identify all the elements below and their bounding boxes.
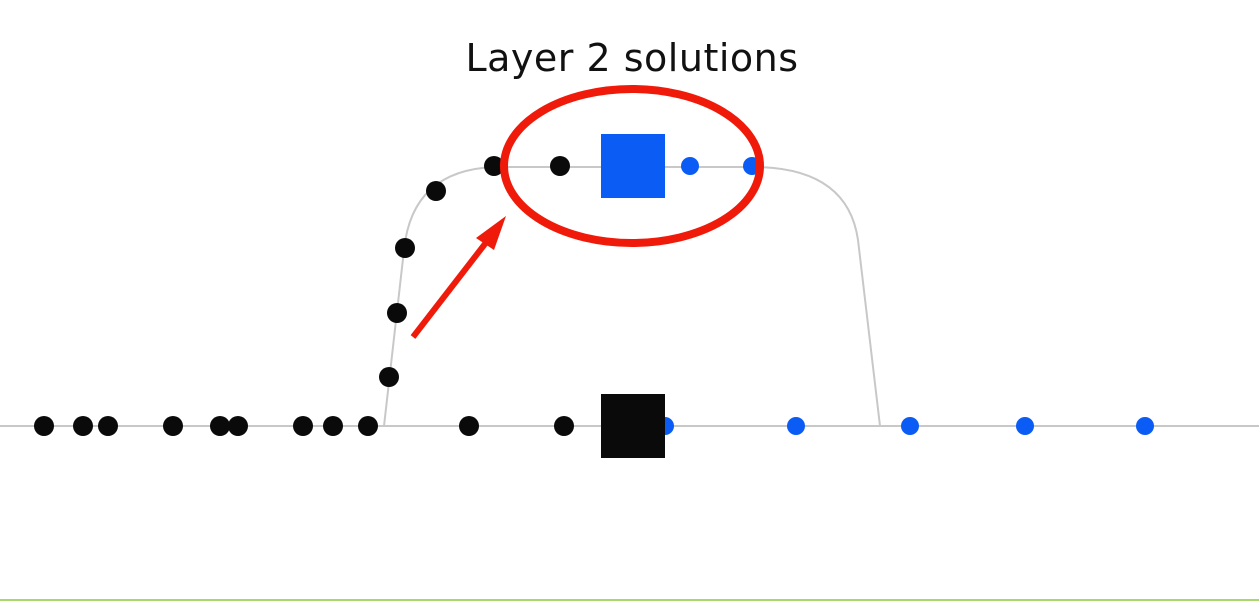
layer2-block [601,134,665,198]
main-chain-tx-dot [293,416,313,436]
layer2-tx-dot [484,156,504,176]
main-chain-tx-dot [228,416,248,436]
arrow-head [476,216,506,250]
main-chain-tx-dot [210,416,230,436]
layer2-pending-dot [681,157,699,175]
layer2-path [383,166,881,427]
bridge-tx-dot [379,367,399,387]
main-chain-pending-dot [901,417,919,435]
bridge-tx-dot [395,238,415,258]
main-chain-pending-dot [787,417,805,435]
layer2-tx-dot [550,156,570,176]
bridge-tx-dot [387,303,407,323]
main-chain-tx-dot [358,416,378,436]
main-chain-tx-dot [73,416,93,436]
main-chain-pending-dot [1136,417,1154,435]
main-chain-tx-dot [459,416,479,436]
main-chain-tx-dot [323,416,343,436]
main-chain-pending-dot [1016,417,1034,435]
bottom-border [0,599,1259,601]
diagram-title: Layer 2 solutions [465,36,799,80]
main-chain-tx-dot [34,416,54,436]
main-chain-tx-dot [554,416,574,436]
main-chain-tx-dot [98,416,118,436]
main-chain-block [601,394,665,458]
arrow-shaft [410,238,491,339]
highlight-ellipse [500,85,764,247]
bridge-tx-dot [426,181,446,201]
main-chain-tx-dot [163,416,183,436]
